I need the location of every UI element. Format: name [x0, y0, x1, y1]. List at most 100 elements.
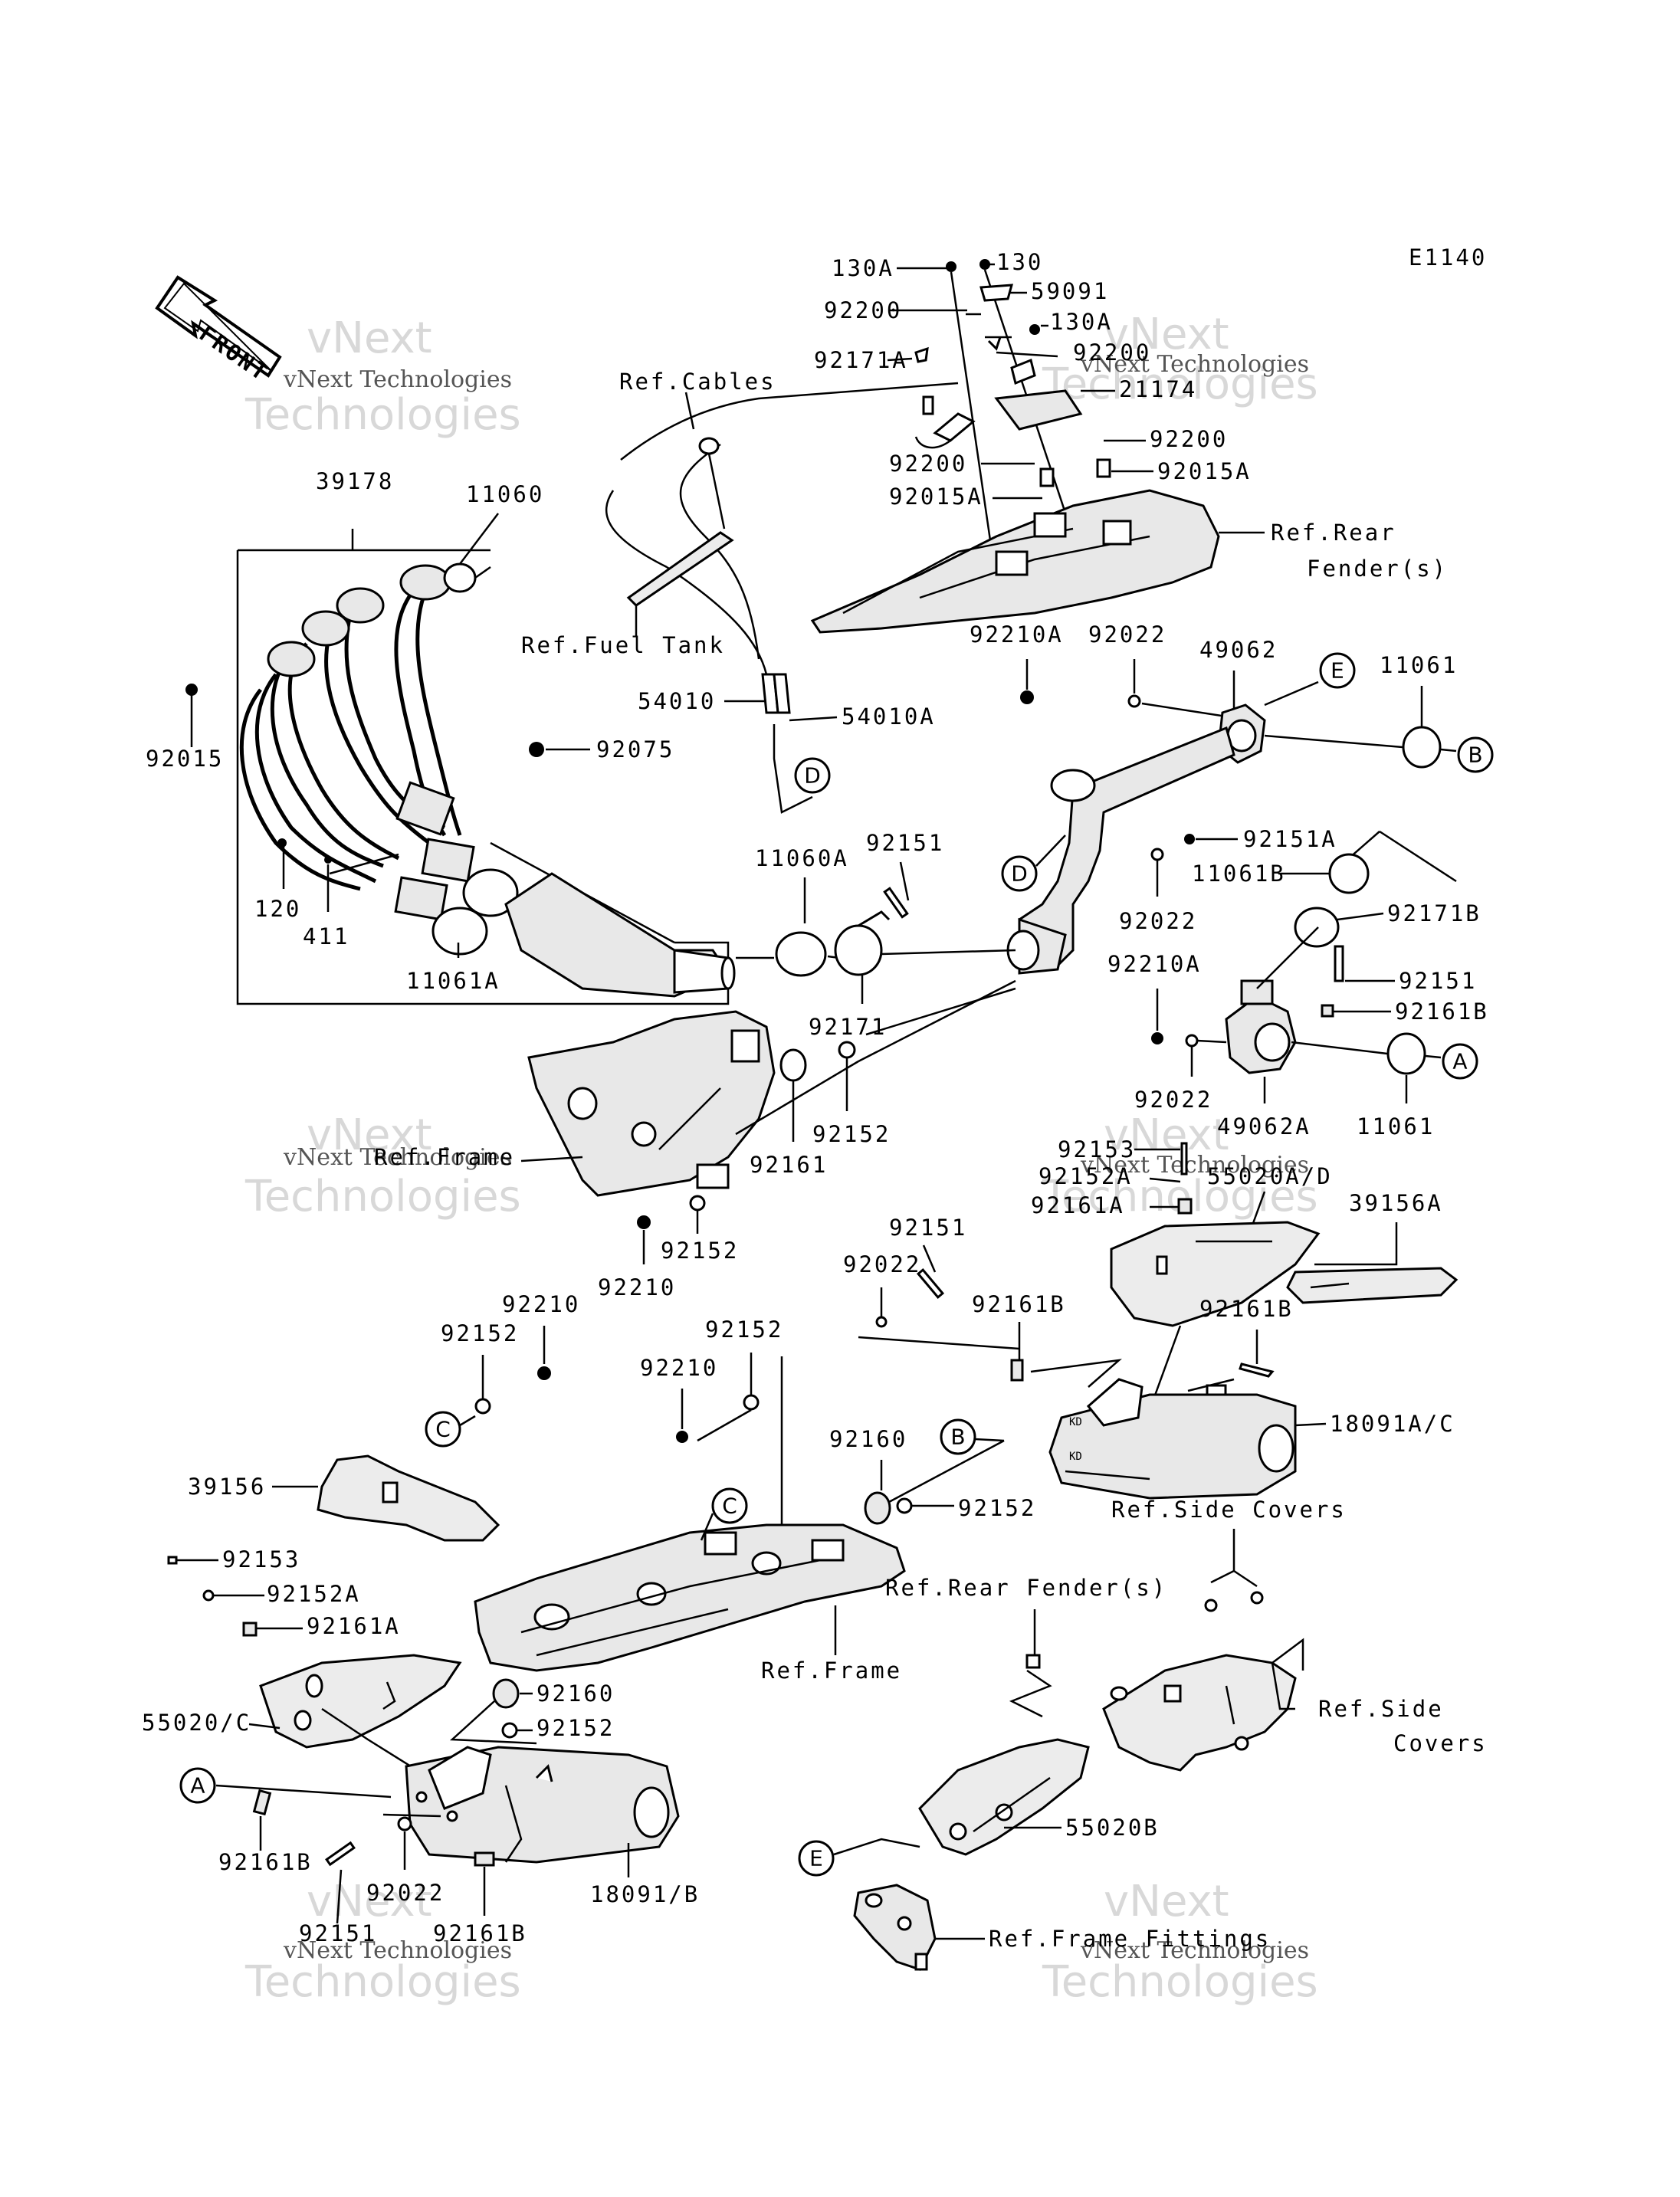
header-joint-49062A	[1225, 926, 1319, 1074]
label-p11061B: 11061B	[1192, 861, 1286, 887]
label-p92161A-b: 92161A	[307, 1613, 401, 1639]
label-p92200-d: 92200	[889, 451, 967, 477]
callout-circle	[798, 1840, 835, 1877]
label-1: B	[1468, 743, 1482, 768]
label-p92152-f: 92152	[536, 1715, 615, 1741]
label-p92210-a: 92210	[598, 1274, 676, 1300]
label-line3: Technologies	[1042, 359, 1318, 409]
label-p92161A-a: 92161A	[1031, 1192, 1125, 1218]
cable	[620, 382, 959, 461]
label-p92200-b: 92200	[1073, 339, 1151, 366]
svg-text:KD: KD	[1069, 1416, 1082, 1428]
label-p92152-a: 92152	[812, 1121, 891, 1147]
label-p92160-b: 92160	[536, 1681, 615, 1707]
label-p92210A-b: 92210A	[1107, 951, 1202, 977]
label-ref-frame-a: Ref.Frame	[374, 1144, 515, 1170]
callout-circle	[425, 1411, 461, 1448]
label-p92075: 92075	[596, 736, 674, 762]
label-ref-frame-b: Ref.Frame	[761, 1658, 902, 1684]
label-0: A	[1452, 1049, 1467, 1074]
label-0: A	[190, 1773, 205, 1799]
label-p130A-mid: 130A	[1050, 309, 1113, 335]
label-p21174: 21174	[1119, 376, 1197, 402]
label-p130: 130	[996, 249, 1043, 275]
label-ref-fuel-tank: Ref.Fuel Tank	[521, 632, 725, 658]
label-p92153-b: 92153	[222, 1546, 300, 1572]
diagram-code: E1140	[1409, 244, 1487, 271]
label-p11060: 11060	[466, 481, 544, 507]
label-line2: vNext	[307, 1110, 432, 1160]
label-p92210A-a: 92210A	[970, 621, 1064, 648]
label-line1: vNext Technologies	[1080, 1152, 1309, 1179]
callout-circle	[794, 757, 831, 794]
insulator-39156A	[1286, 1267, 1459, 1304]
heat-shield-55020B	[918, 1738, 1090, 1856]
label-ref-side-covers-a: Ref.Side Covers	[1111, 1497, 1347, 1523]
label-line1: vNext Technologies	[283, 1937, 512, 1964]
label-p18091B: 18091/B	[590, 1881, 700, 1907]
label-p92022-d: 92022	[843, 1251, 921, 1277]
label-p92161B-e: 92161B	[433, 1920, 527, 1946]
label-ref-rear-fender-1: Ref.Rear	[1271, 520, 1396, 546]
label-p92161B-b: 92161B	[1199, 1296, 1294, 1322]
callout-circle	[711, 1487, 748, 1524]
label-p92171B: 92171B	[1387, 900, 1481, 926]
front-arrow-icon: FRONT	[155, 275, 282, 386]
gasket-11060	[443, 562, 477, 593]
label-p39156A: 39156A	[1349, 1190, 1443, 1216]
label-p92152-c: 92152	[441, 1320, 519, 1346]
label-p92015: 92015	[146, 746, 224, 772]
label-line2: vNext	[307, 1877, 432, 1926]
grommet-92160	[864, 1491, 891, 1525]
label-p54010: 54010	[638, 688, 716, 714]
label-line2: vNext	[1104, 1110, 1229, 1160]
label-line1: vNext Technologies	[283, 366, 512, 393]
label-ref-side-2: Covers	[1393, 1730, 1488, 1756]
label-p92015A-b: 92015A	[889, 484, 983, 510]
label-p92151-b: 92151	[866, 830, 944, 856]
label-p39178: 39178	[316, 468, 394, 494]
watermark: vNext Technologies vNext Technologies vN…	[244, 310, 1318, 2007]
muffler-18091B	[405, 1746, 680, 1864]
label-p54010A: 54010A	[842, 703, 936, 730]
fuel-tank-ref	[626, 531, 734, 607]
label-p11061-b: 11061	[1357, 1113, 1435, 1139]
heat-shield-55020C	[259, 1654, 462, 1749]
label-line2: vNext	[1104, 1877, 1229, 1926]
label-p92161-a: 92161	[750, 1152, 828, 1178]
callout-circle	[1457, 736, 1494, 773]
label-p49062: 49062	[1199, 637, 1278, 663]
label-p92022-a: 92022	[1088, 621, 1166, 648]
side-cover-ref	[1102, 1654, 1297, 1772]
label-p92022-c: 92022	[1134, 1087, 1212, 1113]
label-p92151-a: 92151	[1399, 968, 1477, 994]
label-p55020B: 55020B	[1065, 1815, 1160, 1841]
heat-shield-55020AD	[1110, 1221, 1321, 1327]
frame-ref-lower	[474, 1523, 906, 1672]
callout-circle	[1442, 1043, 1478, 1080]
label-p92171: 92171	[809, 1014, 887, 1040]
label-2: C	[722, 1494, 737, 1519]
label-p92200-a: 92200	[824, 297, 902, 323]
rear-fender-ref	[810, 489, 1265, 634]
label-line3: Technologies	[244, 1172, 521, 1221]
svg-text:KD: KD	[1069, 1451, 1082, 1463]
label-p92152-b: 92152	[661, 1238, 739, 1264]
label-p11061-a: 11061	[1380, 652, 1458, 678]
label-p92152-d: 92152	[705, 1317, 783, 1343]
label-line3: Technologies	[244, 1957, 521, 2007]
insulator-39156	[317, 1454, 500, 1542]
rear-header-pipe	[1006, 726, 1235, 975]
label-line3: Technologies	[244, 390, 521, 440]
callout-circle	[179, 1767, 216, 1804]
label-4: E	[809, 1846, 823, 1871]
exhaust-servo-assembly	[914, 259, 1111, 583]
label-p55020C: 55020/C	[142, 1710, 251, 1736]
label-p39156: 39156	[188, 1474, 266, 1500]
label-p130A-top: 130A	[832, 255, 894, 281]
label-ref-side-1: Ref.Side	[1318, 1696, 1444, 1722]
label-p18091AC: 18091A/C	[1330, 1411, 1455, 1437]
label-line1: vNext Technologies	[1080, 1937, 1309, 1964]
label-p49062A: 49062A	[1217, 1113, 1311, 1139]
